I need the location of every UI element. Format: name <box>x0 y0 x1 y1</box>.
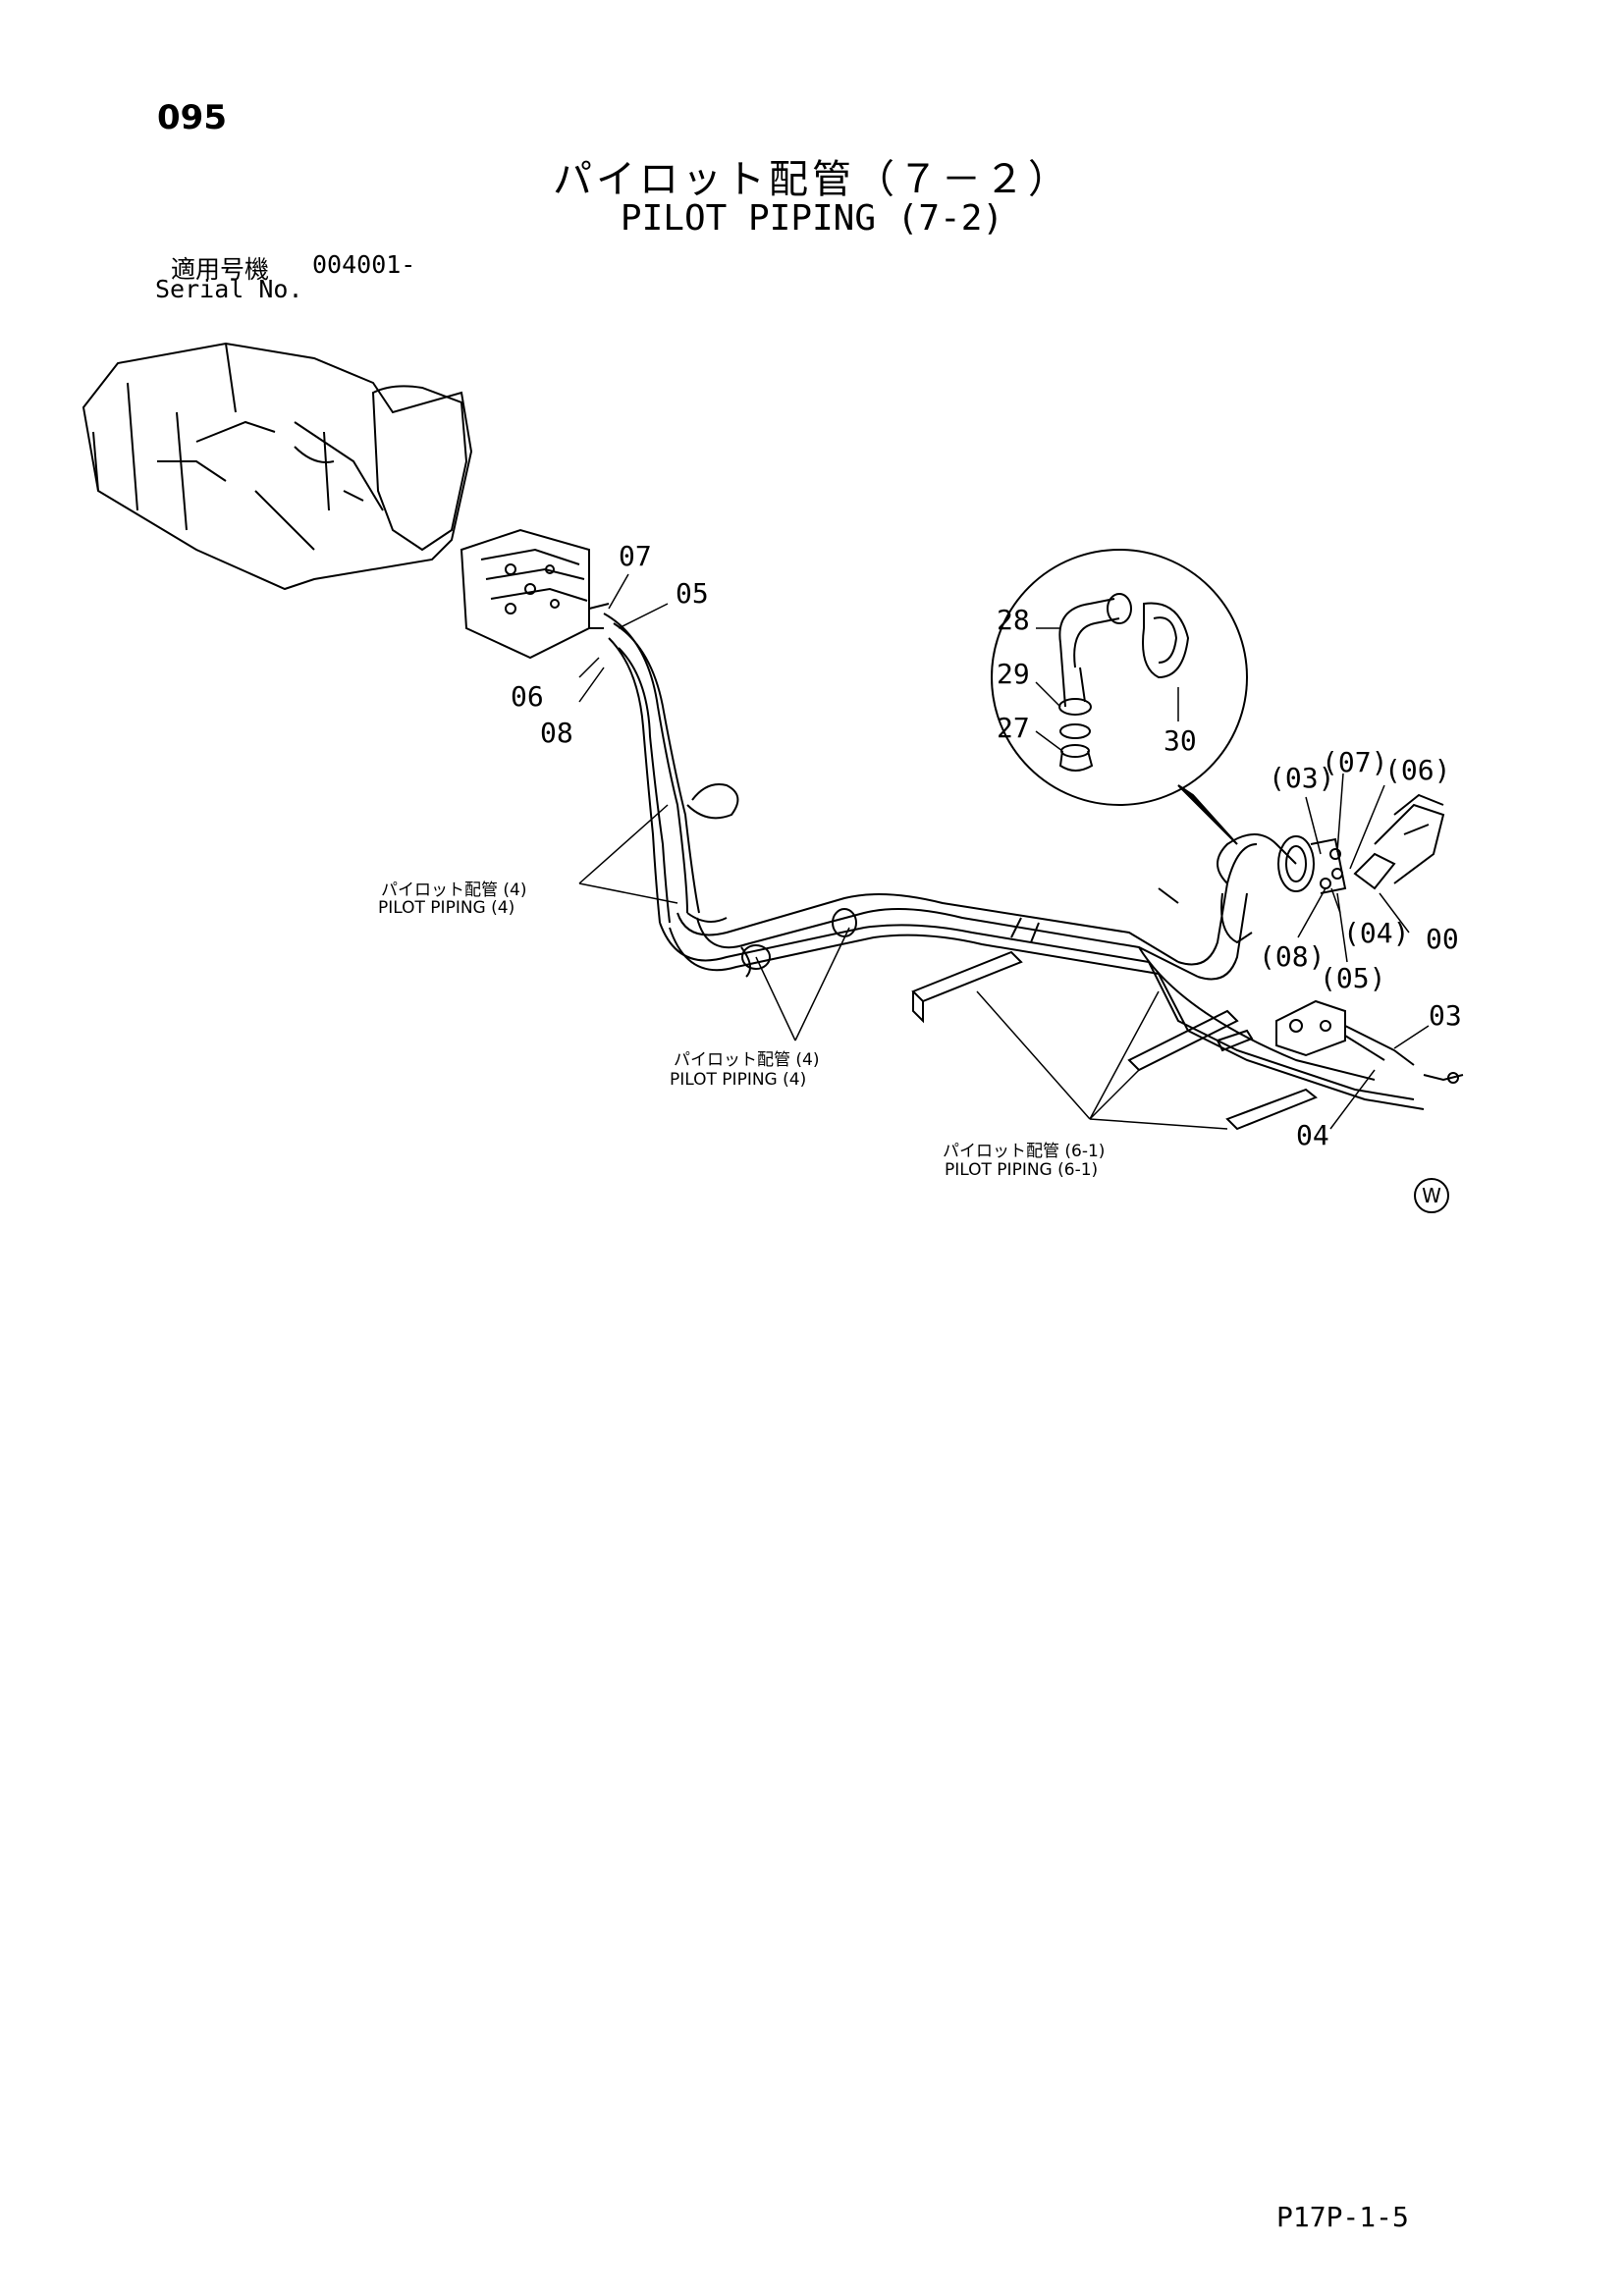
leader-lines-valve <box>578 573 669 703</box>
page-title-en: PILOT PIPING (7-2) <box>620 198 1004 239</box>
reference-2-en: PILOT PIPING (4) <box>670 1070 807 1090</box>
lower-valve-assembly <box>1275 999 1464 1084</box>
pedal-valve-assembly <box>1217 793 1445 944</box>
callout-00: 00 <box>1426 923 1459 955</box>
callout-03-paren: (03) <box>1269 762 1335 794</box>
callout-04: 04 <box>1296 1119 1329 1151</box>
serial-label-jp: 適用号機 <box>171 255 270 284</box>
callout-07-paren: (07) <box>1322 746 1388 778</box>
callout-28: 28 <box>997 604 1030 636</box>
callout-27: 27 <box>997 712 1030 744</box>
callout-03: 03 <box>1429 999 1462 1032</box>
serial-label-en: Serial No. <box>155 275 303 303</box>
callout-29: 29 <box>997 658 1030 690</box>
footer-page-code: P17P-1-5 <box>1276 2201 1409 2233</box>
serial-value: 004001- <box>312 250 416 279</box>
machine-body-illustration <box>81 342 473 591</box>
reference-3-jp: パイロット配管 (6-1) <box>943 1142 1106 1161</box>
leader-lines-right <box>1297 773 1430 1130</box>
watermark-symbol: W <box>1414 1178 1449 1213</box>
hose-bundle <box>603 613 1425 1131</box>
callout-07: 07 <box>619 540 652 572</box>
reference-3-en: PILOT PIPING (6-1) <box>945 1160 1099 1180</box>
reference-1-en: PILOT PIPING (4) <box>378 898 515 918</box>
callout-08: 08 <box>540 717 573 749</box>
callout-05-paren: (05) <box>1320 962 1386 994</box>
callout-08-paren: (08) <box>1259 940 1326 973</box>
callout-05: 05 <box>676 577 709 610</box>
callout-04-paren: (04) <box>1343 917 1410 949</box>
leader-lines-references <box>578 804 1228 1130</box>
control-valve-block <box>460 528 610 660</box>
page-number: 095 <box>157 98 227 137</box>
page-title-jp: パイロット配管（７－２） <box>553 157 1071 202</box>
callout-06: 06 <box>511 680 544 713</box>
reference-2-jp: パイロット配管 (4) <box>674 1050 820 1070</box>
callout-06-paren: (06) <box>1384 754 1451 786</box>
reference-1-jp: パイロット配管 (4) <box>381 881 527 900</box>
callout-30: 30 <box>1164 724 1197 757</box>
detail-inset <box>991 549 1248 845</box>
